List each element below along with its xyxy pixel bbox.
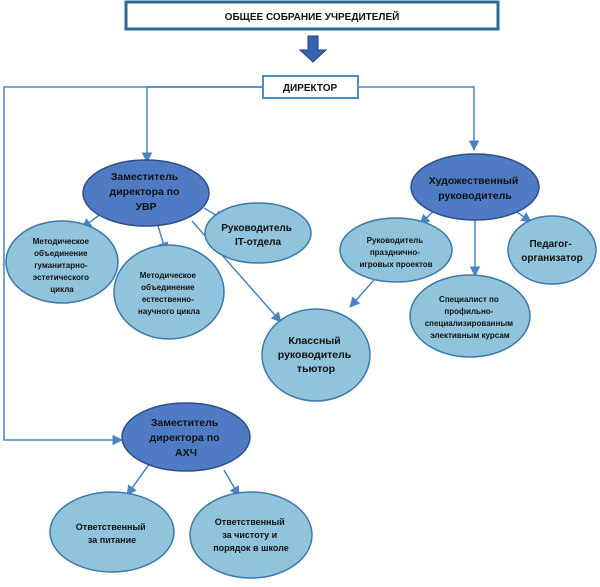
food-line-2: за питание — [88, 535, 136, 545]
method-hum-line-2: объединение — [34, 249, 88, 258]
node-it-head: Руководитель IT-отдела — [204, 202, 312, 264]
method-hum-label: Методическое объединение гуманитарно- эс… — [33, 237, 92, 294]
assembly-label: ОБЩЕЕ СОБРАНИЕ УЧРЕДИТЕЛЕЙ — [225, 10, 400, 23]
deputy-ahch-line-3: АХЧ — [175, 447, 197, 459]
clean-line-1: Ответственный — [215, 517, 285, 527]
node-deputy-ahch: Заместитель директора по АХЧ — [121, 402, 251, 472]
node-class-tutor: Классный руководитель тьютор — [261, 308, 371, 402]
connector-ahch-clean — [223, 469, 240, 497]
deputy-uvr-line-1: Заместитель — [111, 171, 179, 183]
method-sci-line-4: научного цикла — [138, 307, 200, 316]
class-tutor-line-2: руководитель — [278, 349, 352, 361]
method-sci-line-1: Методическое — [140, 271, 197, 280]
class-tutor-line-3: тьютор — [297, 363, 335, 375]
connector-festive-tutor — [349, 279, 375, 308]
connector-director-deputy-uvr — [141, 86, 263, 164]
deputy-uvr-line-3: УВР — [135, 201, 156, 213]
food-line-1: Ответственный — [76, 522, 146, 532]
assembly-box: ОБЩЕЕ СОБРАНИЕ УЧРЕДИТЕЛЕЙ — [124, 0, 500, 31]
art-head-line-1: Художественный — [429, 175, 519, 187]
node-ped-org: Педагог- организатор — [507, 215, 597, 285]
specialist-line-4: элективным курсам — [430, 331, 509, 340]
class-tutor-line-1: Классный — [288, 335, 340, 347]
festive-head-line-3: игровых проектов — [359, 260, 432, 269]
it-head-line-2: IT-отдела — [235, 237, 282, 248]
festive-head-line-2: празднично- — [370, 248, 420, 257]
festive-head-label: Руководитель празднично- игровых проекто… — [359, 236, 432, 269]
art-head-line-2: руководитель — [438, 190, 512, 202]
specialist-line-3: специализированным — [425, 319, 513, 328]
node-festive-head: Руководитель празднично- игровых проекто… — [339, 217, 453, 283]
ped-org-line-1: Педагог- — [529, 239, 571, 250]
connector-director-deputy-ahch — [3, 86, 263, 446]
clean-label: Ответственный за чистоту и порядок в шко… — [213, 517, 289, 553]
it-head-label: Руководитель IT-отдела — [221, 223, 294, 248]
clean-line-2: за чистоту и — [222, 530, 277, 540]
node-method-sci: Методическое объединение естественно- на… — [113, 244, 225, 340]
node-specialist: Специалист по профильно- специализирован… — [409, 274, 531, 358]
method-sci-line-3: естественно- — [142, 295, 194, 304]
food-label: Ответственный за питание — [76, 522, 148, 545]
deputy-uvr-line-2: директора по — [110, 186, 180, 198]
deputy-uvr-label: Заместитель директора по УВР — [110, 171, 183, 213]
node-deputy-uvr: Заместитель директора по УВР — [82, 159, 210, 227]
ped-org-line-2: организатор — [521, 253, 583, 264]
connector-director-art-head — [358, 86, 480, 152]
art-head-label: Художественный руководитель — [429, 175, 522, 202]
deputy-ahch-line-1: Заместитель — [151, 417, 219, 429]
node-method-hum: Методическое объединение гуманитарно- эс… — [5, 220, 119, 304]
big-down-arrow — [298, 35, 328, 63]
it-head-line-1: Руководитель — [221, 223, 292, 234]
node-food: Ответственный за питание — [49, 491, 175, 573]
director-label: ДИРЕКТОР — [283, 83, 338, 94]
method-hum-line-5: цикла — [50, 285, 74, 294]
method-sci-label: Методическое объединение естественно- на… — [138, 271, 200, 316]
deputy-ahch-label: Заместитель директора по АХЧ — [150, 417, 223, 459]
specialist-line-1: Специалист по — [439, 295, 499, 304]
class-tutor-label: Классный руководитель тьютор — [278, 335, 354, 375]
method-hum-line-4: эстетического — [33, 273, 89, 282]
node-clean: Ответственный за чистоту и порядок в шко… — [189, 491, 313, 579]
method-sci-line-2: объединение — [141, 283, 195, 292]
connector-ahch-food — [126, 462, 151, 496]
method-hum-line-3: гуманитарно- — [34, 261, 88, 270]
ped-org-label: Педагог- организатор — [521, 239, 583, 264]
specialist-line-2: профильно- — [444, 307, 493, 316]
specialist-label: Специалист по профильно- специализирован… — [425, 295, 516, 340]
deputy-ahch-line-2: директора по — [150, 432, 220, 444]
director-box: ДИРЕКТОР — [262, 75, 359, 99]
node-art-head: Художественный руководитель — [410, 153, 540, 221]
festive-head-line-1: Руководитель — [367, 236, 424, 245]
method-hum-line-1: Методическое — [33, 237, 90, 246]
clean-line-3: порядок в школе — [213, 543, 289, 553]
